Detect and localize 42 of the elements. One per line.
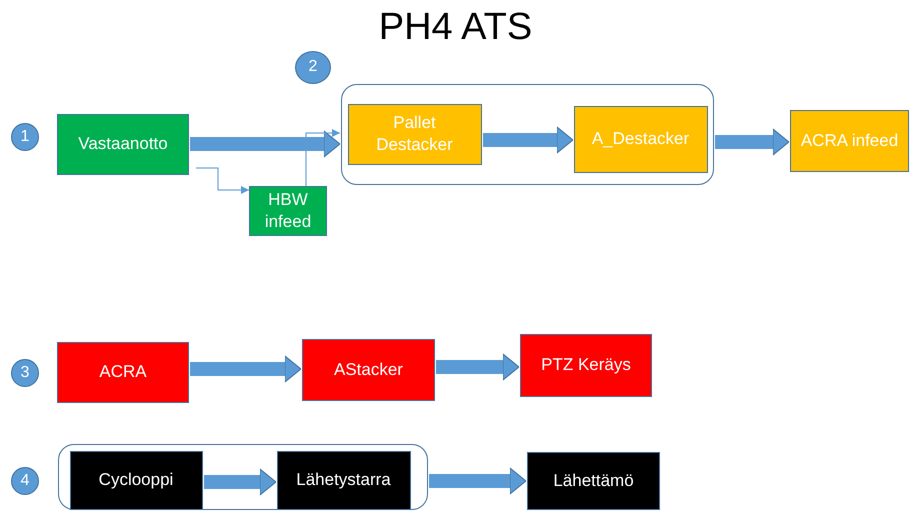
block-arrow — [483, 126, 574, 154]
connector-arrow — [196, 168, 250, 194]
process-box — [57, 114, 189, 175]
box-label: Pallet Destacker — [375, 112, 454, 156]
box-label: A_Destacker — [592, 128, 690, 150]
box-label: Lähetystarra — [296, 468, 391, 491]
process-box — [520, 334, 652, 397]
diagram-title: PH4 ATS — [378, 6, 534, 49]
step-number-circle — [295, 51, 331, 84]
block-arrow — [429, 468, 526, 494]
box-label: AStacker — [334, 358, 403, 381]
block-arrow — [436, 354, 520, 380]
step-number-circle — [11, 123, 39, 151]
box-label: PTZ Keräys — [541, 354, 631, 376]
block-arrow — [204, 468, 276, 496]
box-label: Vastaanotto — [78, 133, 168, 156]
step-number-circle — [11, 467, 39, 495]
process-box — [348, 104, 482, 164]
process-box — [57, 342, 189, 403]
block-arrow — [715, 128, 790, 156]
step-number-circle — [11, 359, 39, 387]
step-number: 3 — [20, 362, 30, 383]
box-label: Lähettämö — [553, 470, 634, 492]
block-arrow — [190, 356, 302, 382]
step-number: 4 — [20, 470, 30, 491]
group-frame — [58, 444, 428, 510]
group-frame — [341, 84, 714, 185]
process-box — [249, 186, 327, 236]
process-box — [790, 110, 909, 172]
block-arrow — [190, 130, 340, 158]
process-box — [302, 339, 435, 401]
box-label: Cyclooppi — [98, 468, 174, 491]
connector-arrow — [306, 129, 340, 186]
box-label: ACRA infeed — [800, 130, 898, 152]
box-label: ACRA — [99, 361, 147, 384]
step-number: 2 — [308, 57, 318, 78]
box-label: HBW infeed — [264, 188, 312, 233]
process-box — [70, 450, 202, 510]
process-box — [527, 452, 660, 510]
process-box — [574, 106, 708, 172]
process-box — [276, 450, 410, 510]
step-number: 1 — [20, 126, 30, 147]
